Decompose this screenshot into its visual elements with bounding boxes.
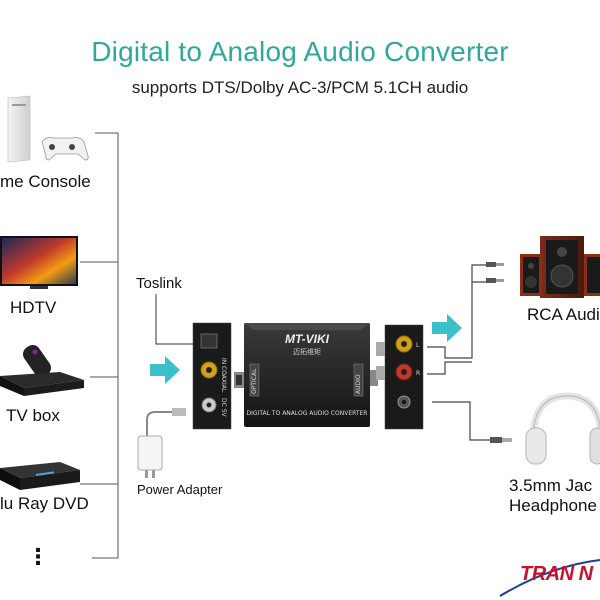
svg-text:IN: IN	[220, 358, 227, 364]
toslink-pointer	[156, 294, 193, 344]
optical-port	[201, 334, 217, 348]
output-arrow-icon	[432, 314, 462, 342]
more-icon: ⋮	[27, 544, 49, 570]
label-headphone-jack: 3.5mm Jac	[509, 476, 592, 496]
svg-text:OPTICAL: OPTICAL	[251, 368, 258, 394]
label-rca-audio: RCA Audio	[527, 305, 600, 325]
label-game-console: me Console	[0, 172, 91, 192]
input-arrow-icon	[150, 356, 180, 384]
device-rear-panel: IN COAXIAL DC 5V	[193, 323, 231, 429]
svg-text:DC 5V: DC 5V	[220, 398, 227, 418]
device-brand-cn: 迈拓维矩	[293, 347, 321, 356]
power-adapter-icon	[138, 436, 162, 478]
tv-icon	[0, 236, 78, 289]
device-brand: MT-VIKI	[285, 332, 330, 346]
svg-text:R: R	[416, 370, 420, 377]
svg-text:AUDIO: AUDIO	[355, 374, 362, 394]
tv-box-icon	[0, 342, 84, 396]
watermark-logo: TRAN N	[520, 563, 593, 586]
device-caption: DIGITAL TO ANALOG AUDIO CONVERTER	[247, 410, 368, 417]
power-cable	[147, 408, 186, 436]
label-tv-box: TV box	[6, 406, 60, 426]
label-hdtv: HDTV	[10, 298, 56, 318]
label-power-adapter: Power Adapter	[137, 482, 222, 497]
rca-cable	[427, 262, 504, 374]
label-toslink: Toslink	[136, 275, 182, 292]
headphone-cable	[432, 402, 512, 443]
converter-device: OPTICAL AUDIO MT-VIKI 迈拓维矩 DIGITAL TO AN…	[234, 323, 378, 427]
label-headphone: Headphone	[509, 496, 597, 516]
dvd-player-icon	[0, 462, 80, 490]
svg-text:COAXIAL: COAXIAL	[220, 366, 227, 393]
game-console-icon	[8, 96, 88, 162]
headphones-icon	[526, 396, 600, 464]
device-output-panel: L R	[376, 325, 423, 429]
speakers-icon	[520, 236, 600, 298]
label-blu-ray-dvd: lu Ray DVD	[0, 494, 89, 514]
